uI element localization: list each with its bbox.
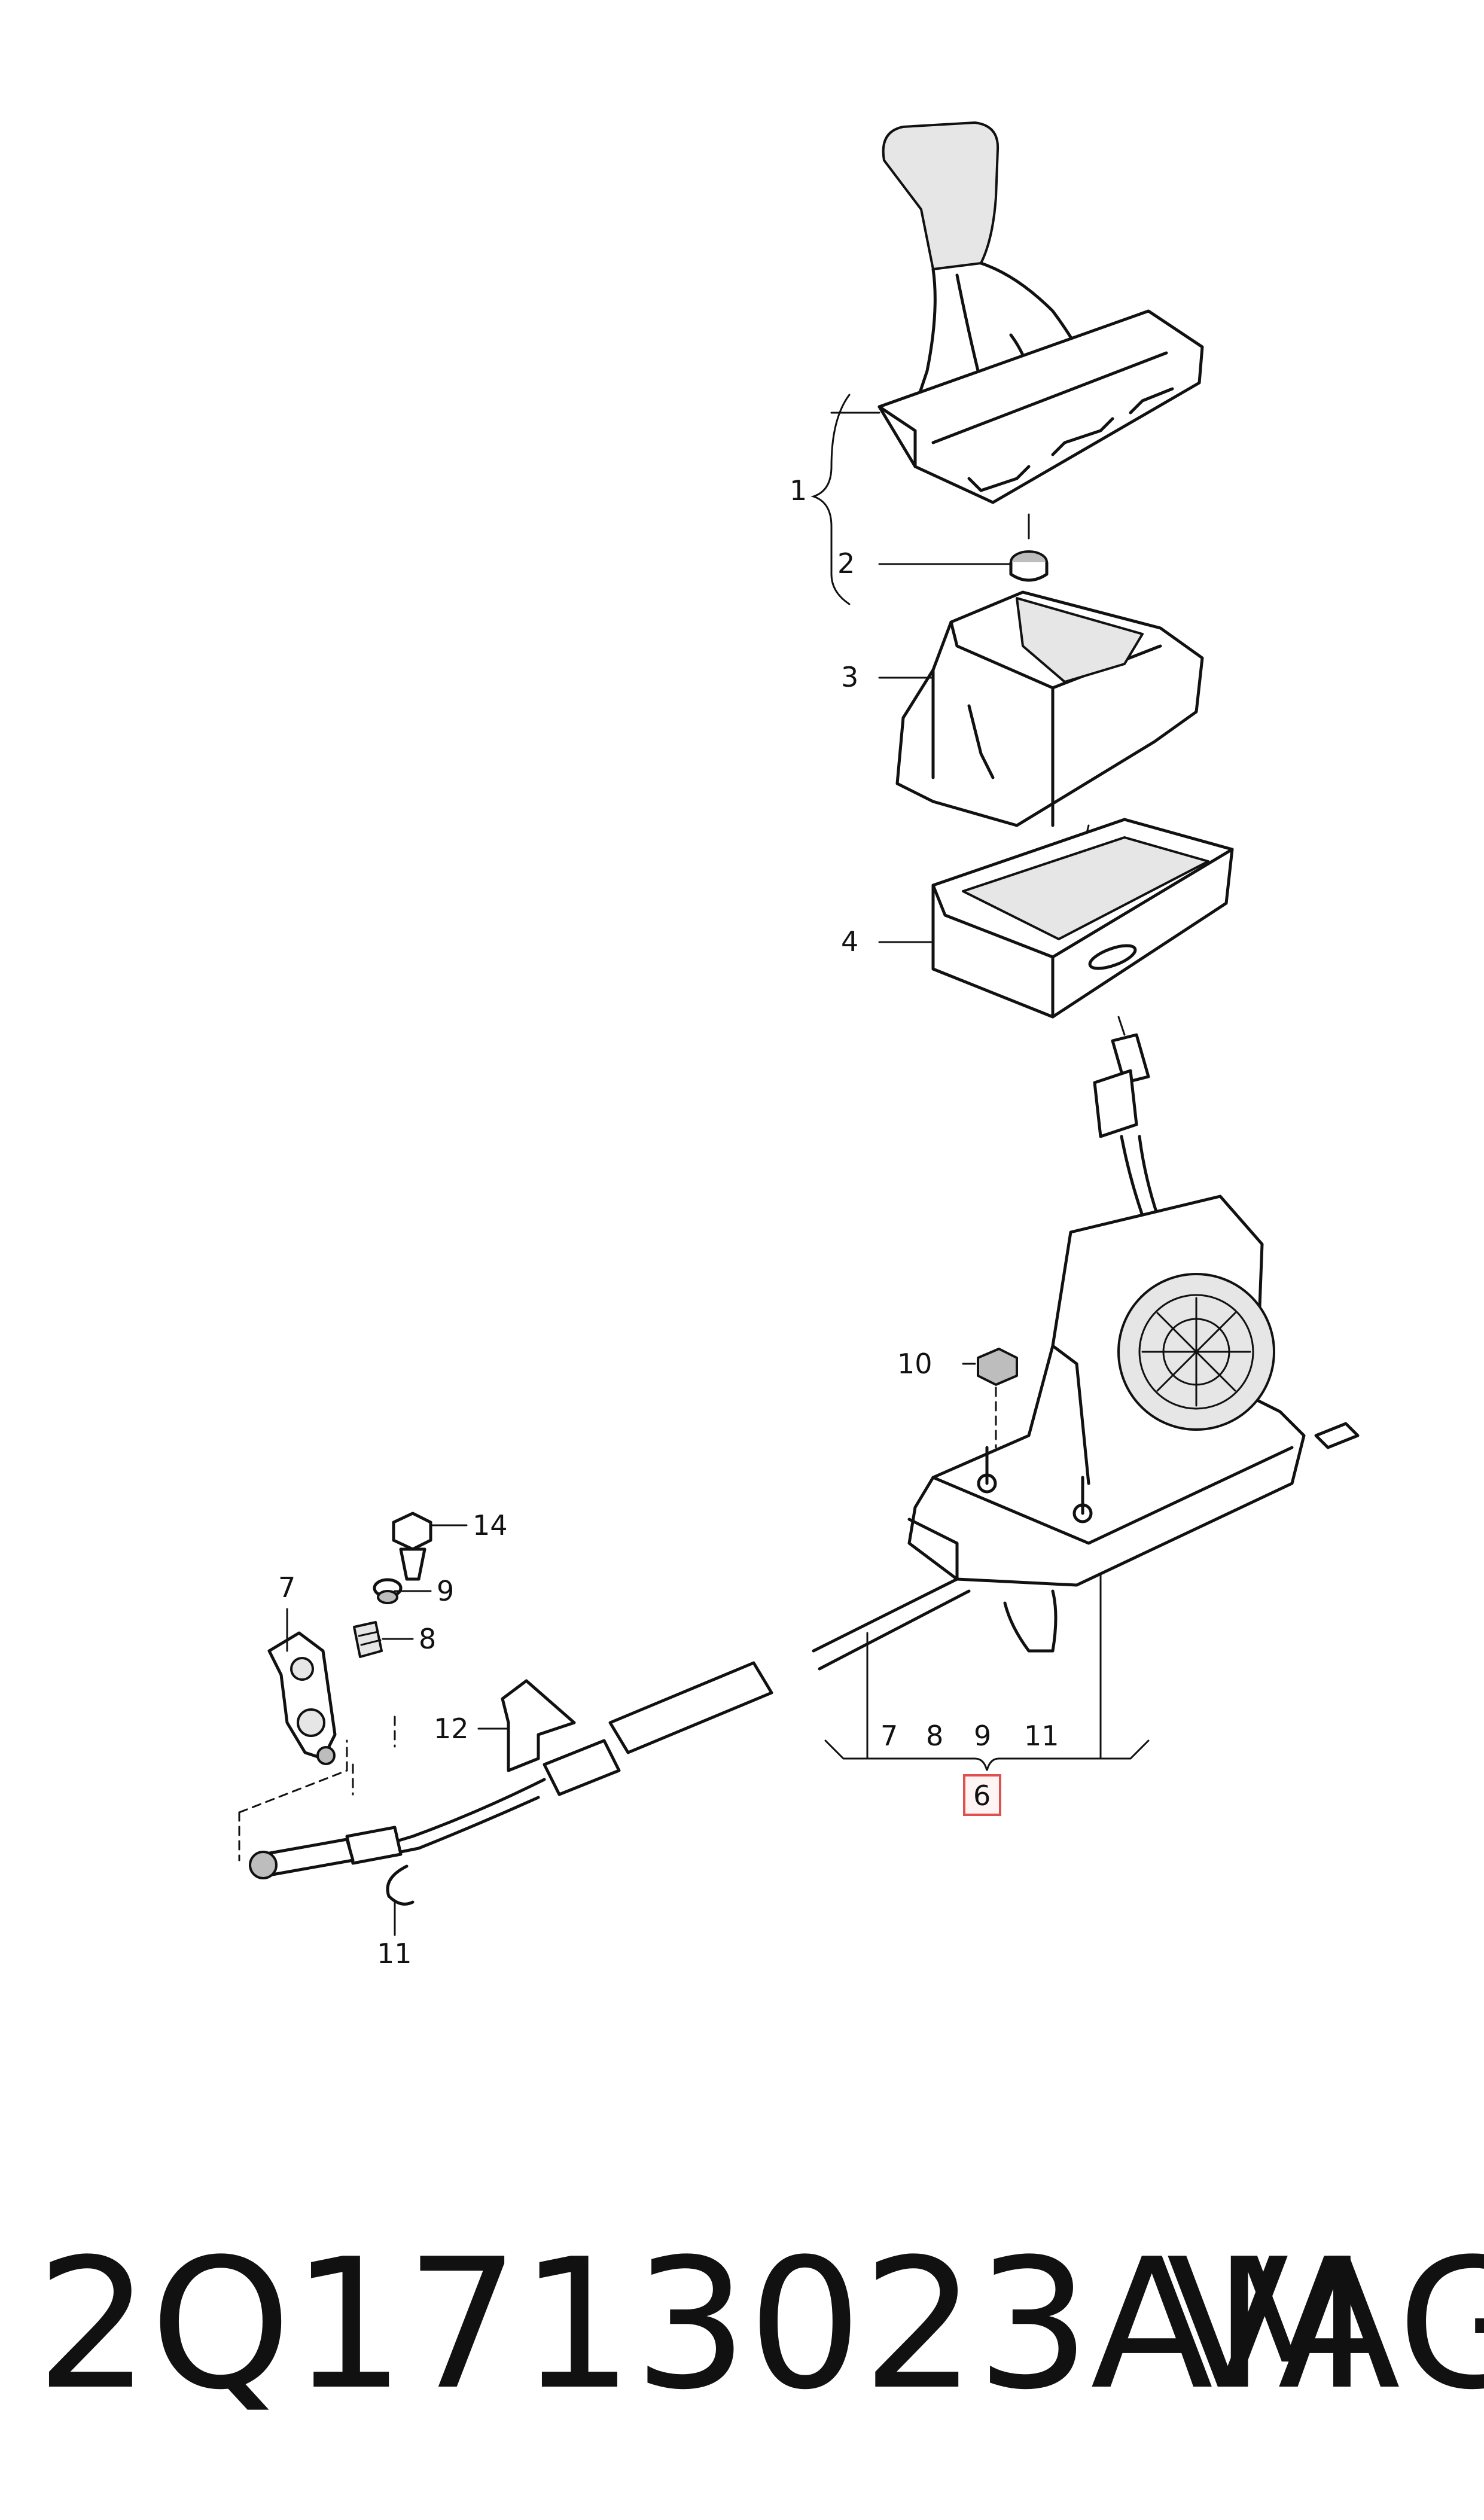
group-callout-8: 8 bbox=[926, 1720, 943, 1752]
callout-3: 3 bbox=[841, 661, 858, 693]
brand-label: VAG bbox=[1166, 2220, 1484, 2429]
gear-knob-boot-assembly bbox=[877, 121, 1204, 540]
bushing-part-8 bbox=[353, 1621, 383, 1658]
bolt-part-14 bbox=[392, 1512, 432, 1581]
clip-bracket-part-12 bbox=[501, 1679, 576, 1772]
callout-12: 12 bbox=[434, 1712, 469, 1745]
retaining-clip-part-11 bbox=[386, 1864, 415, 1906]
alignment-dashes bbox=[238, 1715, 396, 1861]
group-callout-11: 11 bbox=[1024, 1720, 1059, 1752]
lever-bracket-part-7 bbox=[267, 1631, 337, 1765]
callout-10: 10 bbox=[897, 1348, 933, 1380]
callout-7-left: 7 bbox=[278, 1571, 295, 1604]
leader-lines bbox=[286, 394, 1150, 1936]
nut-part-10 bbox=[977, 1348, 1018, 1449]
washer-part-9 bbox=[373, 1578, 403, 1604]
group-callout-6: 6 bbox=[973, 1779, 991, 1812]
callout-9-left: 9 bbox=[437, 1575, 454, 1607]
shift-mechanism-part-6 bbox=[907, 1195, 1360, 1653]
part-number: 2Q1713023AM bbox=[36, 2220, 1368, 2429]
callout-2: 2 bbox=[837, 547, 855, 580]
callout-labels: 1 2 3 4 10 14 7 9 8 12 11 7 8 9 11 6 bbox=[278, 474, 1059, 1970]
shift-cable bbox=[249, 1577, 971, 1879]
footer: 2Q1713023AM VAG bbox=[36, 2220, 1484, 2429]
selector-housing-part-3 bbox=[895, 590, 1204, 851]
callout-8-left: 8 bbox=[419, 1623, 436, 1655]
callout-14: 14 bbox=[473, 1509, 508, 1541]
callout-1: 1 bbox=[790, 474, 807, 507]
callout-4: 4 bbox=[841, 925, 858, 958]
group-callout-6-box bbox=[963, 1774, 1001, 1816]
clip-part-2 bbox=[1009, 550, 1049, 582]
group-callout-9: 9 bbox=[974, 1720, 991, 1752]
tray-cover-part-4 bbox=[931, 818, 1234, 1036]
group-callout-7: 7 bbox=[880, 1720, 898, 1752]
callout-11-bottom: 11 bbox=[377, 1937, 412, 1970]
